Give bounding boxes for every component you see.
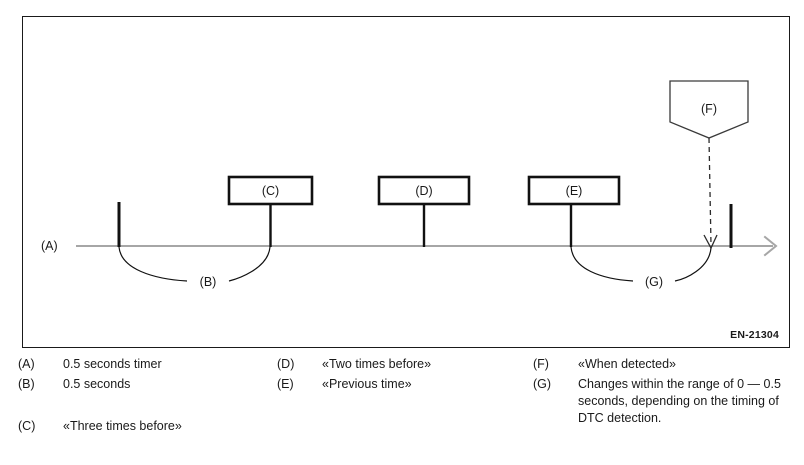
figure-reference-code: EN-21304 bbox=[730, 329, 779, 341]
legend-column-3: (F) «When detected» (G) Changes within t… bbox=[533, 356, 795, 430]
brace-g-label: (G) bbox=[645, 275, 663, 289]
event-box-d: (D) bbox=[377, 175, 471, 247]
legend-text-a: 0.5 seconds timer bbox=[63, 357, 162, 371]
legend-item-b: (B) 0.5 seconds bbox=[18, 376, 268, 393]
brace-b: (B) bbox=[118, 246, 271, 289]
legend-column-2: (D) «Two times before» (E) «Previous tim… bbox=[277, 356, 532, 396]
timing-diagram-frame: (A) (C) (D) (E) (F) bbox=[22, 16, 790, 348]
legend-text-f: «When detected» bbox=[578, 357, 676, 371]
legend-text-c: «Three times before» bbox=[63, 419, 182, 433]
legend-item-f: (F) «When detected» bbox=[533, 356, 795, 373]
legend-text-d: «Two times before» bbox=[322, 357, 432, 371]
legend-item-e: (E) «Previous time» bbox=[277, 376, 532, 393]
event-box-c-label: (C) bbox=[262, 184, 279, 198]
legend-key-f: (F) bbox=[533, 357, 549, 371]
axis-label-a: (A) bbox=[41, 239, 58, 253]
event-box-e: (E) bbox=[527, 175, 621, 247]
legend-spacer bbox=[18, 396, 268, 418]
legend-key-a: (A) bbox=[18, 357, 35, 371]
legend-key-d: (D) bbox=[277, 357, 295, 371]
timeline-axis bbox=[76, 235, 778, 257]
legend-text-b: 0.5 seconds bbox=[63, 377, 131, 391]
legend-item-c: (C) «Three times before» bbox=[18, 418, 268, 435]
legend-key-e: (E) bbox=[277, 377, 294, 391]
legend-item-d: (D) «Two times before» bbox=[277, 356, 532, 373]
event-box-e-label: (E) bbox=[566, 184, 583, 198]
brace-g: (G) bbox=[570, 246, 712, 289]
callout-f: (F) bbox=[669, 80, 749, 250]
legend-text-g: Changes within the range of 0 — 0.5 seco… bbox=[578, 377, 781, 425]
figure-legend: (A) 0.5 seconds timer (B) 0.5 seconds (C… bbox=[0, 356, 804, 465]
legend-key-b: (B) bbox=[18, 377, 35, 391]
legend-item-g: (G) Changes within the range of 0 — 0.5 … bbox=[533, 376, 795, 427]
legend-item-a: (A) 0.5 seconds timer bbox=[18, 356, 268, 373]
event-box-d-label: (D) bbox=[415, 184, 432, 198]
legend-column-1: (A) 0.5 seconds timer (B) 0.5 seconds (C… bbox=[18, 356, 268, 438]
legend-text-e: «Previous time» bbox=[322, 377, 412, 391]
legend-key-g: (G) bbox=[533, 377, 552, 391]
event-box-c: (C) bbox=[227, 175, 314, 247]
callout-f-label: (F) bbox=[701, 102, 717, 116]
brace-b-label: (B) bbox=[200, 275, 217, 289]
legend-key-c: (C) bbox=[18, 419, 36, 433]
timing-diagram-svg: (A) (C) (D) (E) (F) bbox=[41, 80, 778, 289]
